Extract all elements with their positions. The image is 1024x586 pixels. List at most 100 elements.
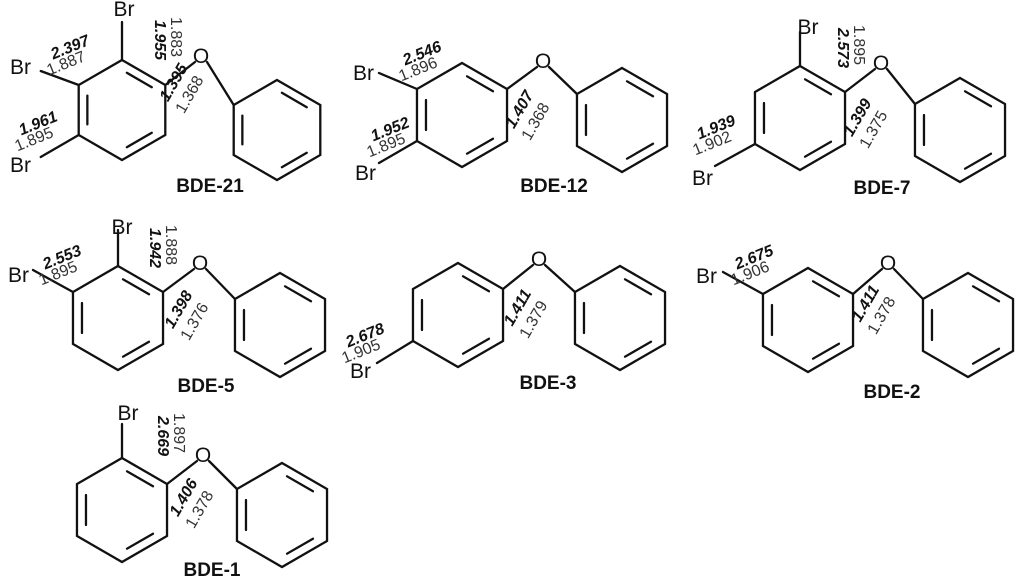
double-bond-line <box>963 152 993 170</box>
bond-length-normal: 1.895 <box>850 25 867 65</box>
bond-length-bold: 2.573 <box>834 27 851 68</box>
brominated-ring <box>761 266 855 374</box>
double-bond-line <box>280 151 308 169</box>
double-bond-line <box>121 340 151 358</box>
molecule-name: BDE-2 <box>863 382 920 403</box>
bromine-atom-label: Br <box>353 62 374 85</box>
double-bond-line <box>125 532 155 550</box>
ether-bond-left <box>501 263 535 291</box>
bromine-atom-label: Br <box>10 154 31 177</box>
ether-bond-right <box>205 60 235 107</box>
double-bond-line <box>283 347 313 365</box>
double-bond-line <box>465 75 495 93</box>
oxygen-atom-label: O <box>873 52 889 75</box>
ether-bond-right <box>885 67 917 106</box>
bromine-atom-label: Br <box>696 265 717 288</box>
bromine-atom-label: Br <box>350 360 371 383</box>
bromine-bond <box>39 69 80 87</box>
bromine-bond <box>39 133 80 159</box>
phenyl-ring <box>575 66 669 174</box>
bromine-atom-label: Br <box>8 264 29 287</box>
double-bond-line <box>280 91 308 109</box>
ether-bond-right <box>543 263 577 294</box>
bond-length-normal: 1.883 <box>167 17 184 57</box>
double-bond-line <box>121 278 151 296</box>
double-bond-line <box>803 140 833 158</box>
double-bond-line <box>125 470 155 488</box>
double-bond-line <box>283 285 313 303</box>
brominated-ring <box>77 58 167 162</box>
double-bond-line <box>285 475 315 493</box>
bromine-atom-label: Br <box>114 0 135 21</box>
brominated-ring <box>753 64 847 172</box>
oxygen-atom-label: O <box>192 252 208 275</box>
phenyl-ring <box>233 271 327 379</box>
bromine-atom-label: Br <box>692 167 713 190</box>
double-bond-line <box>461 337 491 355</box>
bromine-atom-label: Br <box>798 16 819 39</box>
double-bond-line <box>811 280 841 298</box>
bond-length-bold: 2.669 <box>154 415 171 456</box>
bond-length-bold: 1.955 <box>151 20 168 61</box>
phenyl-ring <box>232 78 322 182</box>
double-bond-line <box>461 275 491 293</box>
double-bond-line <box>465 137 495 155</box>
bond-length-normal: 1.888 <box>162 225 179 265</box>
molecule-name: BDE-1 <box>183 560 240 581</box>
ether-bond-left <box>851 267 884 296</box>
molecule-name: BDE-3 <box>519 373 576 394</box>
molecule-name: BDE-12 <box>520 176 588 197</box>
bromine-atom-label: Br <box>118 402 139 425</box>
bond-length-normal: 1.897 <box>170 413 187 453</box>
brominated-ring <box>415 61 509 169</box>
phenyl-ring <box>921 271 1015 379</box>
ether-bond-left <box>843 67 877 94</box>
double-bond-line <box>125 131 153 149</box>
molecule-bde-12: OBrBr2.5461.8961.9521.8951.4071.368BDE-1… <box>353 38 669 197</box>
double-bond-line <box>625 142 655 160</box>
ether-bond-right <box>207 459 239 491</box>
double-bond-line <box>971 285 1001 303</box>
bromine-atom-label: Br <box>112 216 133 239</box>
double-bond-line <box>803 78 833 96</box>
brominated-ring <box>75 456 169 564</box>
ether-bond-right <box>892 267 925 301</box>
molecule-name: BDE-7 <box>853 178 910 199</box>
ether-bond-left <box>164 60 197 87</box>
oxygen-atom-label: O <box>193 45 209 68</box>
double-bond-line <box>811 342 841 360</box>
ether-bond-left <box>161 267 196 294</box>
oxygen-atom-label: O <box>880 252 896 275</box>
molecule-name: BDE-5 <box>177 376 234 397</box>
brominated-ring <box>411 261 505 369</box>
double-bond-line <box>623 278 653 296</box>
bromine-atom-label: Br <box>355 162 376 185</box>
phenyl-ring <box>235 461 329 569</box>
ether-bond-left <box>505 65 539 91</box>
double-bond-line <box>963 90 993 108</box>
ether-bond-left <box>165 459 199 486</box>
bond-length-bold: 1.942 <box>146 228 163 268</box>
bromine-bond <box>721 270 765 296</box>
bromine-bond <box>377 139 419 165</box>
brominated-ring <box>71 264 165 372</box>
bromine-bond <box>377 71 419 91</box>
double-bond-line <box>625 80 655 98</box>
bromine-bond <box>713 142 757 168</box>
bromine-atom-label: Br <box>10 56 31 79</box>
bromine-bond <box>375 339 415 365</box>
double-bond-line <box>285 537 315 555</box>
oxygen-atom-label: O <box>531 248 547 271</box>
double-bond-line <box>125 71 153 89</box>
double-bond-line <box>971 347 1001 365</box>
oxygen-atom-label: O <box>195 444 211 467</box>
double-bond-line <box>623 340 653 358</box>
oxygen-atom-label: O <box>535 50 551 73</box>
